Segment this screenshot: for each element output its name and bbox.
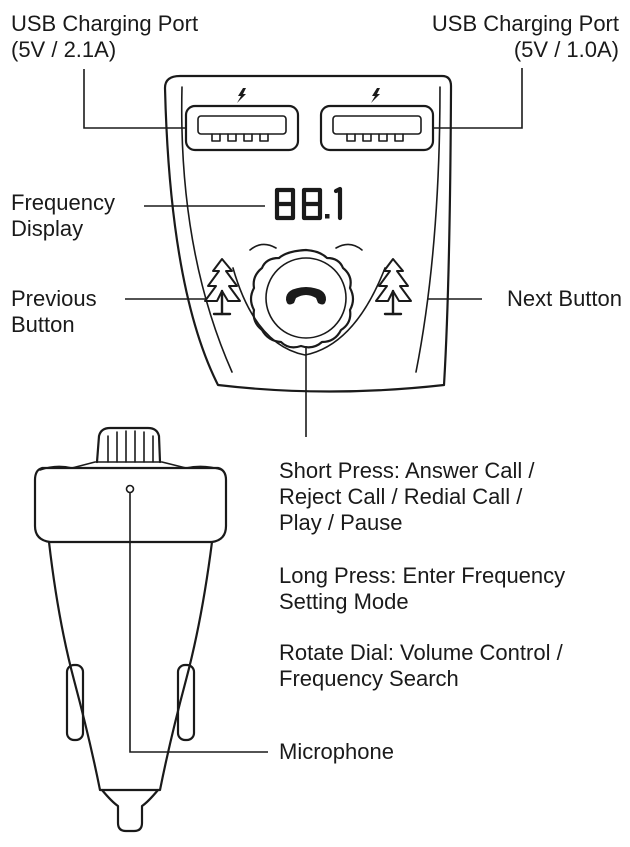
label-rotate-line2: Frequency Search [279,666,459,691]
label-dial-short-press: Short Press: Answer Call / Reject Call /… [279,458,535,536]
label-long-press-line2: Setting Mode [279,589,409,614]
label-microphone: Microphone [279,739,394,765]
label-usb-right-spec: (5V / 1.0A) [513,37,619,62]
skip-next-icon [375,258,412,316]
label-rotate-line1: Rotate Dial: Volume Control / [279,640,563,665]
label-previous-line1: Previous [11,286,97,311]
label-long-press-line1: Long Press: Enter Frequency [279,563,566,588]
lightning-bolt-icon [371,88,380,103]
leader-lines [83,68,523,753]
label-short-press-line1: Short Press: Answer Call / [279,458,535,483]
usb-port-left [184,104,300,152]
label-usb-right-title: USB Charging Port [431,11,619,36]
label-previous-line2: Button [11,312,75,337]
label-dial-rotate: Rotate Dial: Volume Control / Frequency … [279,640,563,692]
label-frequency-line1: Frequency [11,190,115,215]
label-frequency-line2: Display [11,216,84,241]
frequency-readout [274,186,343,221]
label-dial-long-press: Long Press: Enter Frequency Setting Mode [279,563,565,615]
label-short-press-line2: Reject Call / Redial Call / [279,484,523,509]
usb-port-right [319,104,435,152]
label-usb-left-title: USB Charging Port [11,11,199,36]
label-next-button: Next Button [507,286,622,312]
label-usb-port-left: USB Charging Port (5V / 2.1A) [11,11,198,63]
label-usb-left-spec: (5V / 2.1A) [11,37,117,62]
label-microphone-text: Microphone [279,739,394,764]
device-side-view [33,426,228,833]
phone-handset-icon [285,287,327,305]
device-top-view [163,74,453,393]
label-usb-port-right: USB Charging Port (5V / 1.0A) [432,11,619,63]
label-previous-button: Previous Button [11,286,97,338]
lightning-bolt-icon [237,88,246,103]
label-next-line1: Next Button [507,286,622,311]
skip-previous-icon [204,258,241,316]
label-frequency-display: Frequency Display [11,190,115,242]
label-short-press-line3: Play / Pause [279,510,403,535]
control-dial [232,243,386,356]
